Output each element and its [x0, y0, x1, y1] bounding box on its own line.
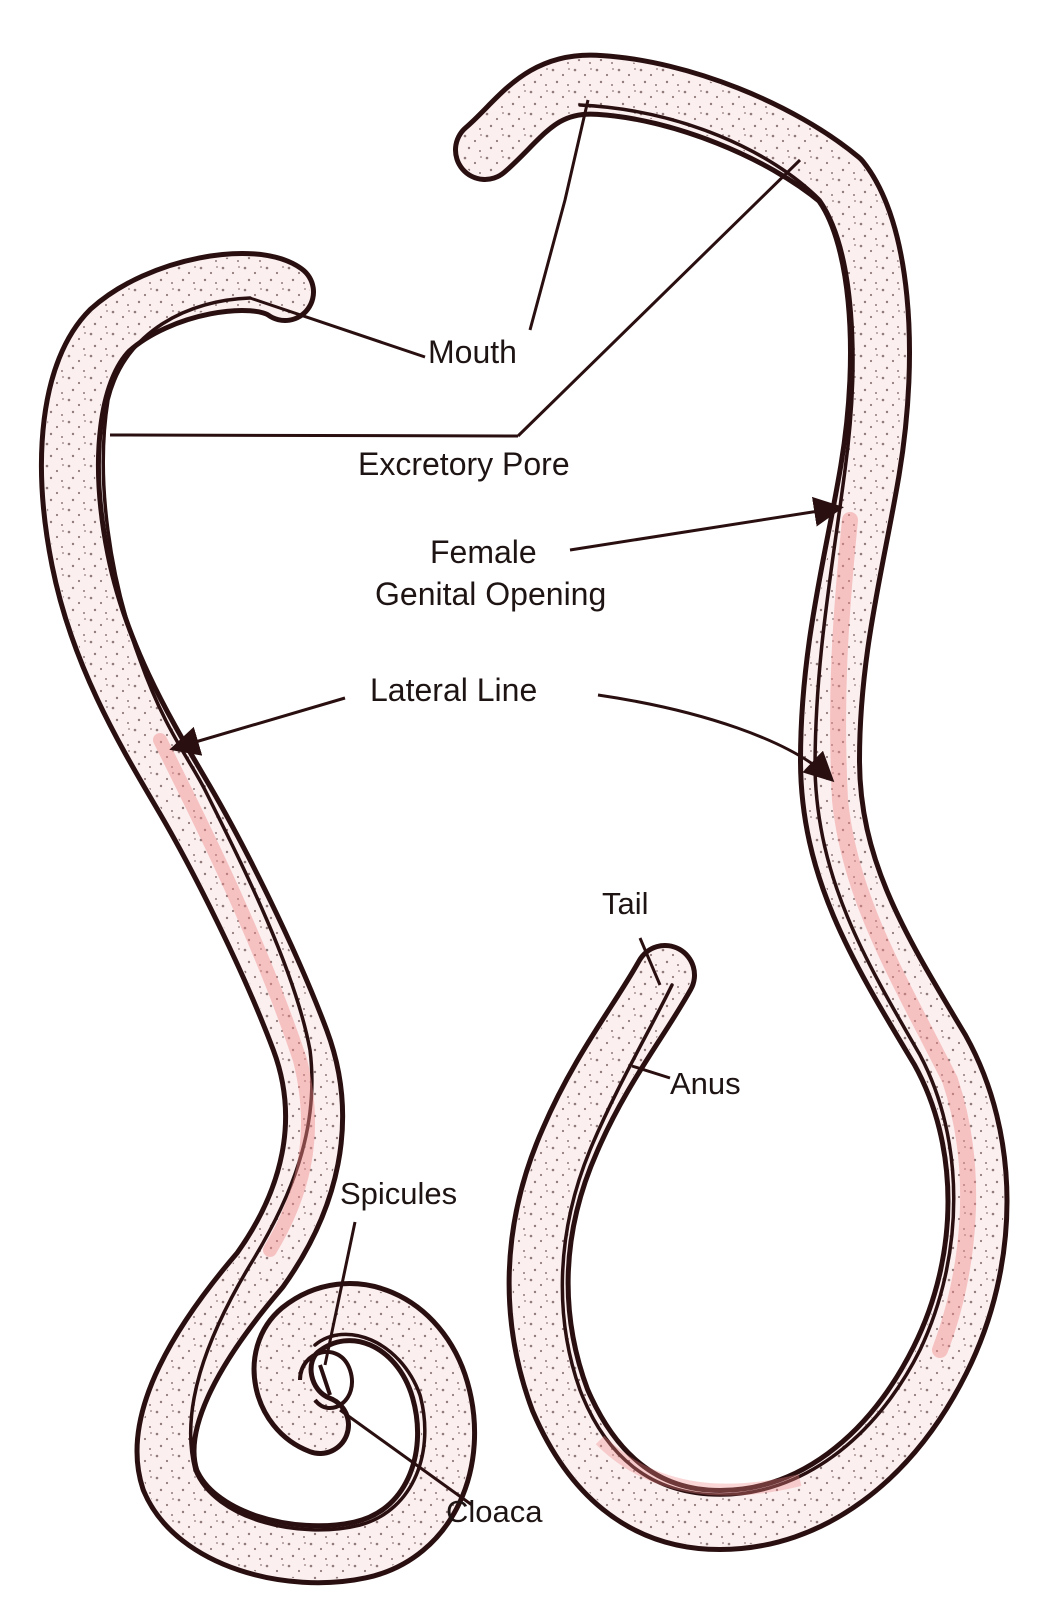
lateral-line-label: Lateral Line — [370, 672, 538, 708]
mouth-pointer-female — [528, 99, 590, 331]
mouth-label: Mouth — [428, 334, 517, 370]
genital-pointer — [569, 496, 844, 552]
pointer-lines — [109, 99, 844, 1507]
lateral-pointer-female — [597, 693, 835, 783]
female-lateral-line — [560, 103, 956, 1497]
tail-label: Tail — [602, 886, 649, 921]
lateral-pointer-male — [169, 696, 346, 756]
anus-label: Anus — [670, 1066, 741, 1101]
excretory-pointer-male — [109, 433, 519, 438]
excretory-pointer-female — [516, 158, 802, 438]
spicules-pointer — [323, 1221, 357, 1366]
tail-pointer — [638, 937, 662, 986]
male-worm — [39, 251, 478, 1586]
mouth-pointer-male — [249, 296, 426, 359]
cloaca-pointer — [339, 1408, 473, 1507]
spicules-label: Spicules — [340, 1176, 458, 1211]
genital-opening-label: Genital Opening — [375, 576, 607, 612]
excretory-pore-label: Excretory Pore — [358, 446, 570, 482]
cloaca-label: Cloaca — [446, 1494, 543, 1529]
spicules-mark — [318, 1364, 332, 1396]
male-lateral-line — [101, 296, 427, 1532]
female-label: Female — [430, 534, 537, 570]
anus-pointer — [631, 1064, 671, 1080]
female-worm — [453, 52, 1010, 1552]
male-coil — [298, 1350, 354, 1411]
